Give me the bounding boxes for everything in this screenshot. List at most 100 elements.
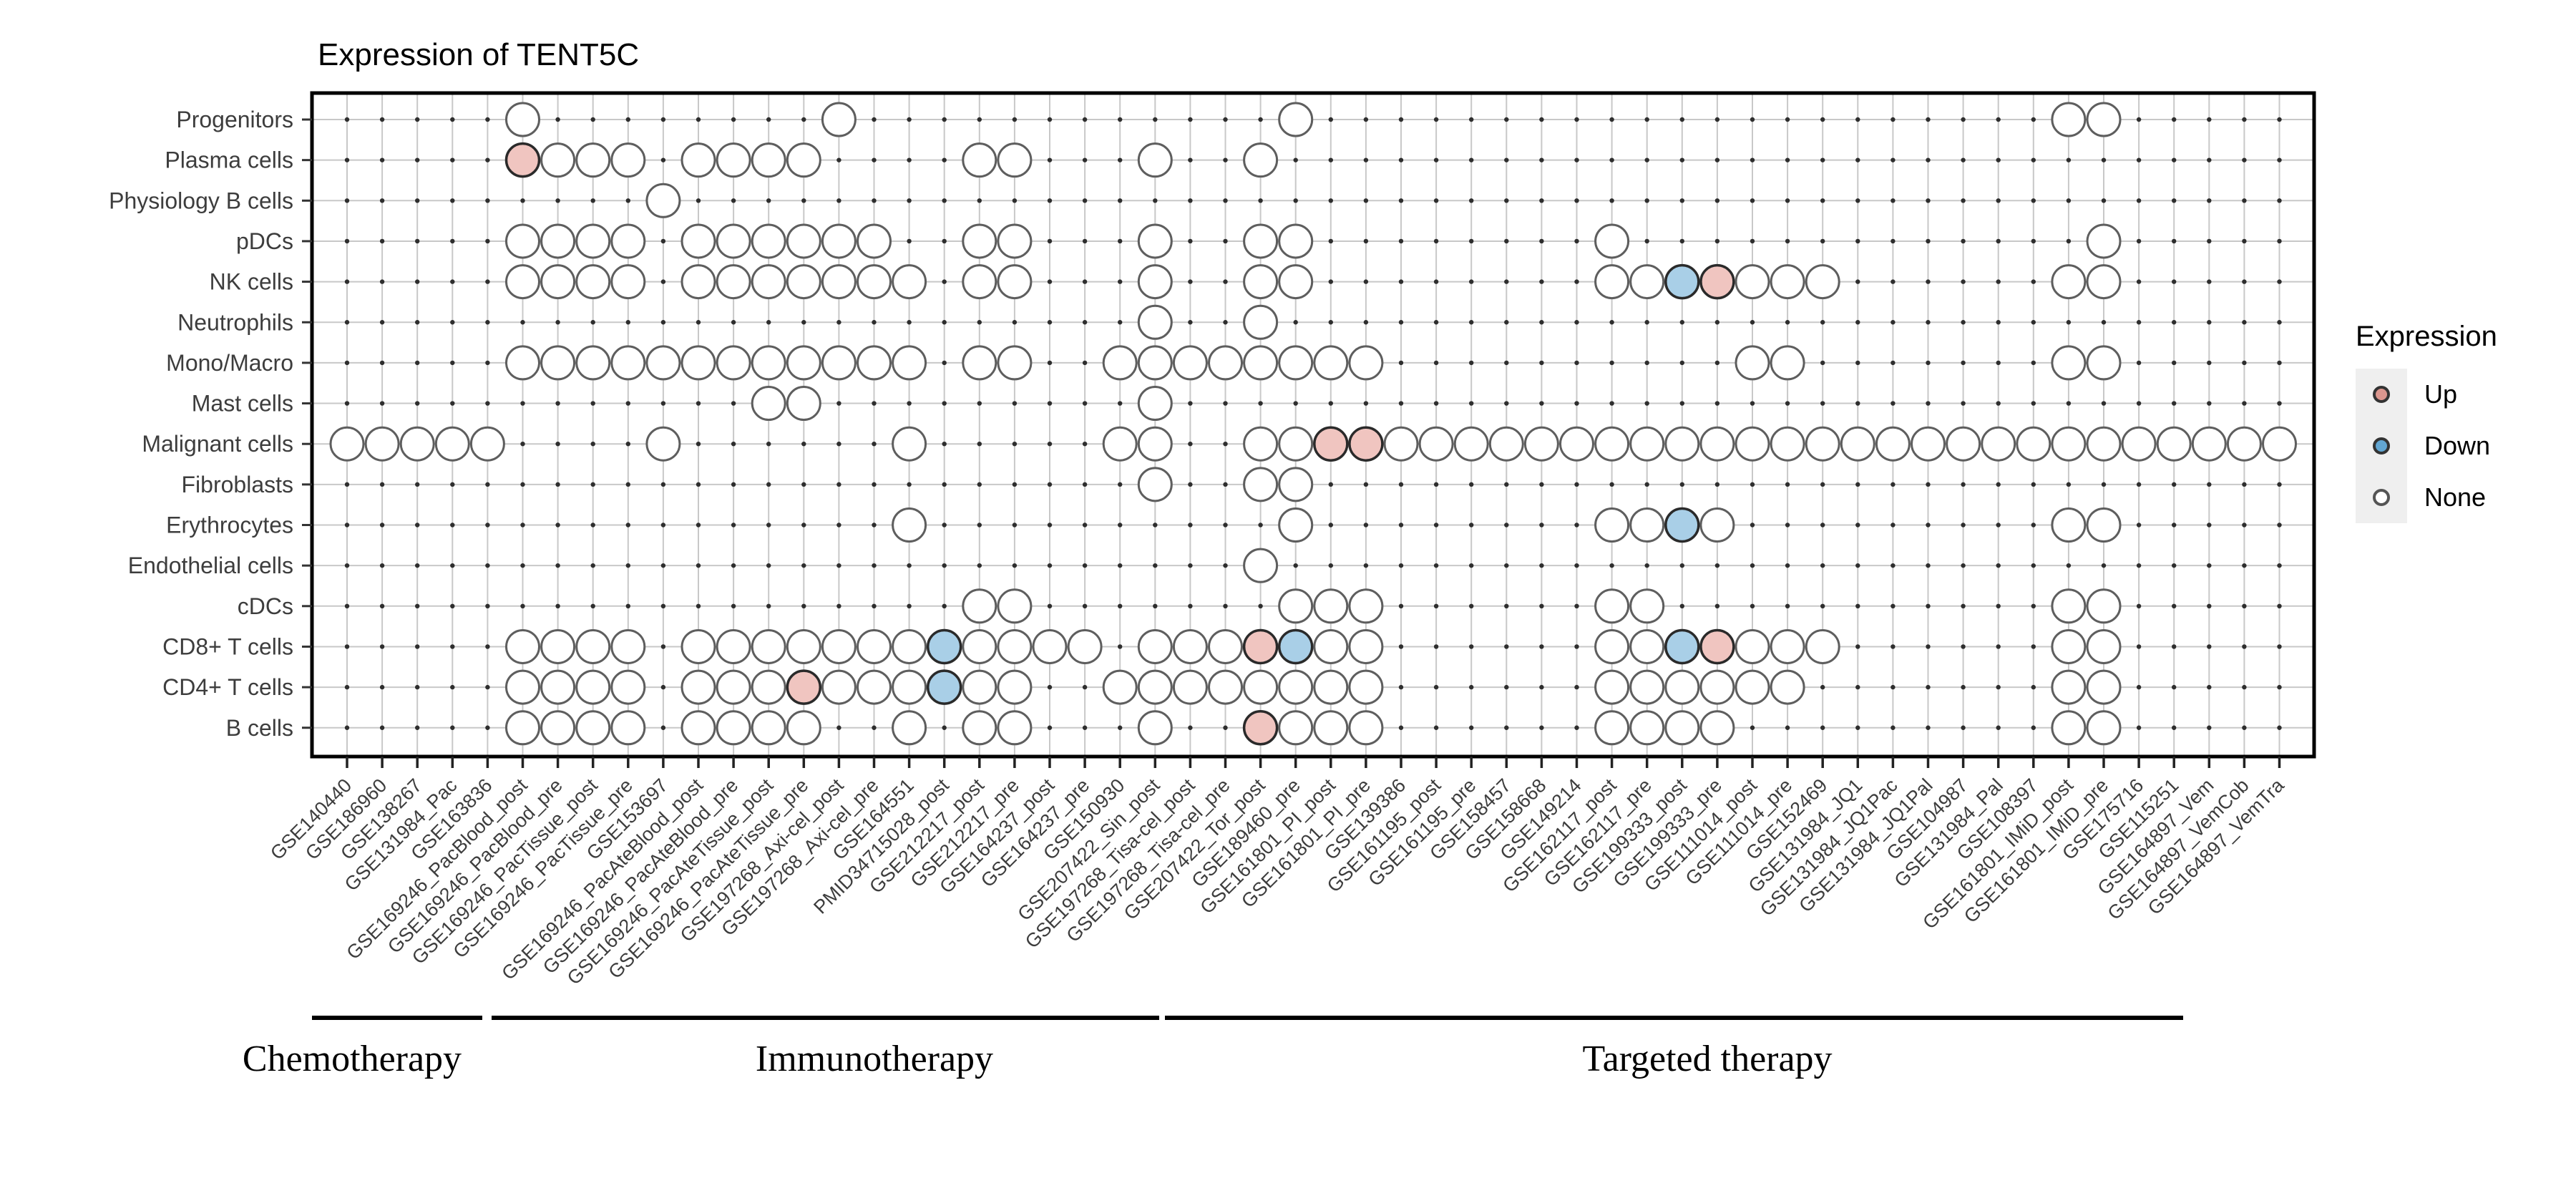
expression-dot-none bbox=[1208, 345, 1243, 381]
empty-cell-dot bbox=[344, 360, 350, 366]
empty-cell-dot bbox=[1926, 198, 1931, 203]
expression-dot-none bbox=[469, 426, 505, 462]
empty-cell-dot bbox=[1047, 482, 1053, 487]
legend-key bbox=[2356, 369, 2407, 420]
empty-cell-dot bbox=[1223, 238, 1228, 244]
plot-title: Expression of TENT5C bbox=[318, 37, 640, 72]
empty-cell-dot bbox=[1609, 482, 1614, 487]
expression-dot-down bbox=[926, 628, 962, 665]
empty-cell-dot bbox=[1398, 482, 1404, 487]
empty-cell-dot bbox=[977, 442, 982, 447]
empty-cell-dot bbox=[485, 198, 490, 203]
empty-cell-dot bbox=[1328, 523, 1334, 528]
empty-cell-dot bbox=[1996, 563, 2001, 568]
empty-cell-dot bbox=[450, 320, 455, 325]
empty-cell-dot bbox=[1082, 117, 1088, 122]
empty-cell-dot bbox=[379, 523, 385, 528]
empty-cell-dot bbox=[344, 117, 350, 122]
empty-cell-dot bbox=[2277, 563, 2282, 568]
empty-cell-dot bbox=[1539, 603, 1544, 608]
empty-cell-dot bbox=[1433, 279, 1439, 284]
empty-cell-dot bbox=[1644, 401, 1649, 406]
expression-dot-none bbox=[892, 264, 927, 300]
empty-cell-dot bbox=[1188, 279, 1193, 284]
empty-cell-dot bbox=[872, 157, 877, 162]
expression-dot-none bbox=[892, 507, 927, 543]
empty-cell-dot bbox=[907, 482, 912, 487]
expression-dot-none bbox=[1243, 304, 1279, 340]
empty-cell-dot bbox=[1574, 603, 1579, 608]
empty-cell-dot bbox=[1820, 320, 1825, 325]
empty-cell-dot bbox=[1644, 157, 1649, 162]
expression-dot-none bbox=[1243, 223, 1279, 259]
empty-cell-dot bbox=[344, 198, 350, 203]
empty-cell-dot bbox=[1961, 238, 1966, 244]
empty-cell-dot bbox=[1433, 157, 1439, 162]
empty-cell-dot bbox=[590, 442, 595, 447]
empty-cell-dot bbox=[2172, 320, 2177, 325]
empty-cell-dot bbox=[520, 482, 525, 487]
empty-cell-dot bbox=[2172, 482, 2177, 487]
legend-item-none: None bbox=[2356, 472, 2497, 523]
empty-cell-dot bbox=[1504, 482, 1509, 487]
empty-cell-dot bbox=[1223, 320, 1228, 325]
expression-dot-none bbox=[892, 669, 927, 705]
expression-dot-none bbox=[1594, 588, 1630, 624]
panel-border bbox=[310, 91, 2316, 759]
expression-dot-none bbox=[1453, 426, 1489, 462]
expression-dot-none bbox=[962, 345, 997, 381]
expression-dot-none bbox=[505, 710, 540, 746]
expression-dot-none bbox=[751, 345, 786, 381]
empty-cell-dot bbox=[379, 117, 385, 122]
empty-cell-dot bbox=[1363, 279, 1369, 284]
empty-cell-dot bbox=[1082, 482, 1088, 487]
y-tick-label: cDCs bbox=[238, 593, 293, 619]
empty-cell-dot bbox=[1433, 360, 1439, 366]
legend-key bbox=[2356, 472, 2407, 523]
empty-cell-dot bbox=[555, 401, 560, 406]
empty-cell-dot bbox=[1926, 482, 1931, 487]
empty-cell-dot bbox=[1328, 320, 1334, 325]
empty-cell-dot bbox=[1082, 157, 1088, 162]
expression-dot-none bbox=[1629, 507, 1665, 543]
empty-cell-dot bbox=[1328, 401, 1334, 406]
empty-cell-dot bbox=[1047, 725, 1053, 730]
empty-cell-dot bbox=[2031, 603, 2036, 608]
empty-cell-dot bbox=[2277, 320, 2282, 325]
empty-cell-dot bbox=[1539, 117, 1544, 122]
empty-cell-dot bbox=[1996, 360, 2001, 366]
empty-cell-dot bbox=[1188, 725, 1193, 730]
expression-dot-none bbox=[2051, 710, 2087, 746]
expression-dot-none bbox=[1137, 467, 1173, 502]
empty-cell-dot bbox=[1750, 523, 1755, 528]
empty-cell-dot bbox=[1504, 279, 1509, 284]
empty-cell-dot bbox=[1996, 320, 2001, 325]
expression-dot-none bbox=[1735, 345, 1770, 381]
empty-cell-dot bbox=[2242, 117, 2247, 122]
empty-cell-dot bbox=[1188, 523, 1193, 528]
empty-cell-dot bbox=[2277, 482, 2282, 487]
expression-dot-none bbox=[2086, 426, 2122, 462]
empty-cell-dot bbox=[1504, 401, 1509, 406]
empty-cell-dot bbox=[1996, 725, 2001, 730]
empty-cell-dot bbox=[660, 684, 666, 690]
expression-dot-none bbox=[892, 710, 927, 746]
empty-cell-dot bbox=[1118, 198, 1123, 203]
expression-dot-up bbox=[1348, 426, 1384, 462]
empty-cell-dot bbox=[415, 117, 420, 122]
legend-item-down: Down bbox=[2356, 420, 2497, 472]
empty-cell-dot bbox=[2172, 725, 2177, 730]
empty-cell-dot bbox=[2031, 725, 2036, 730]
empty-cell-dot bbox=[1118, 117, 1123, 122]
expression-dot-none bbox=[1313, 628, 1349, 664]
expression-dot-none bbox=[892, 345, 927, 381]
empty-cell-dot bbox=[2277, 198, 2282, 203]
expression-dot-none bbox=[1032, 628, 1068, 664]
expression-dot-none bbox=[505, 223, 540, 259]
empty-cell-dot bbox=[731, 320, 736, 325]
empty-cell-dot bbox=[2242, 603, 2247, 608]
empty-cell-dot bbox=[2172, 603, 2177, 608]
empty-cell-dot bbox=[1926, 320, 1931, 325]
empty-cell-dot bbox=[1082, 603, 1088, 608]
empty-cell-dot bbox=[1398, 644, 1404, 649]
